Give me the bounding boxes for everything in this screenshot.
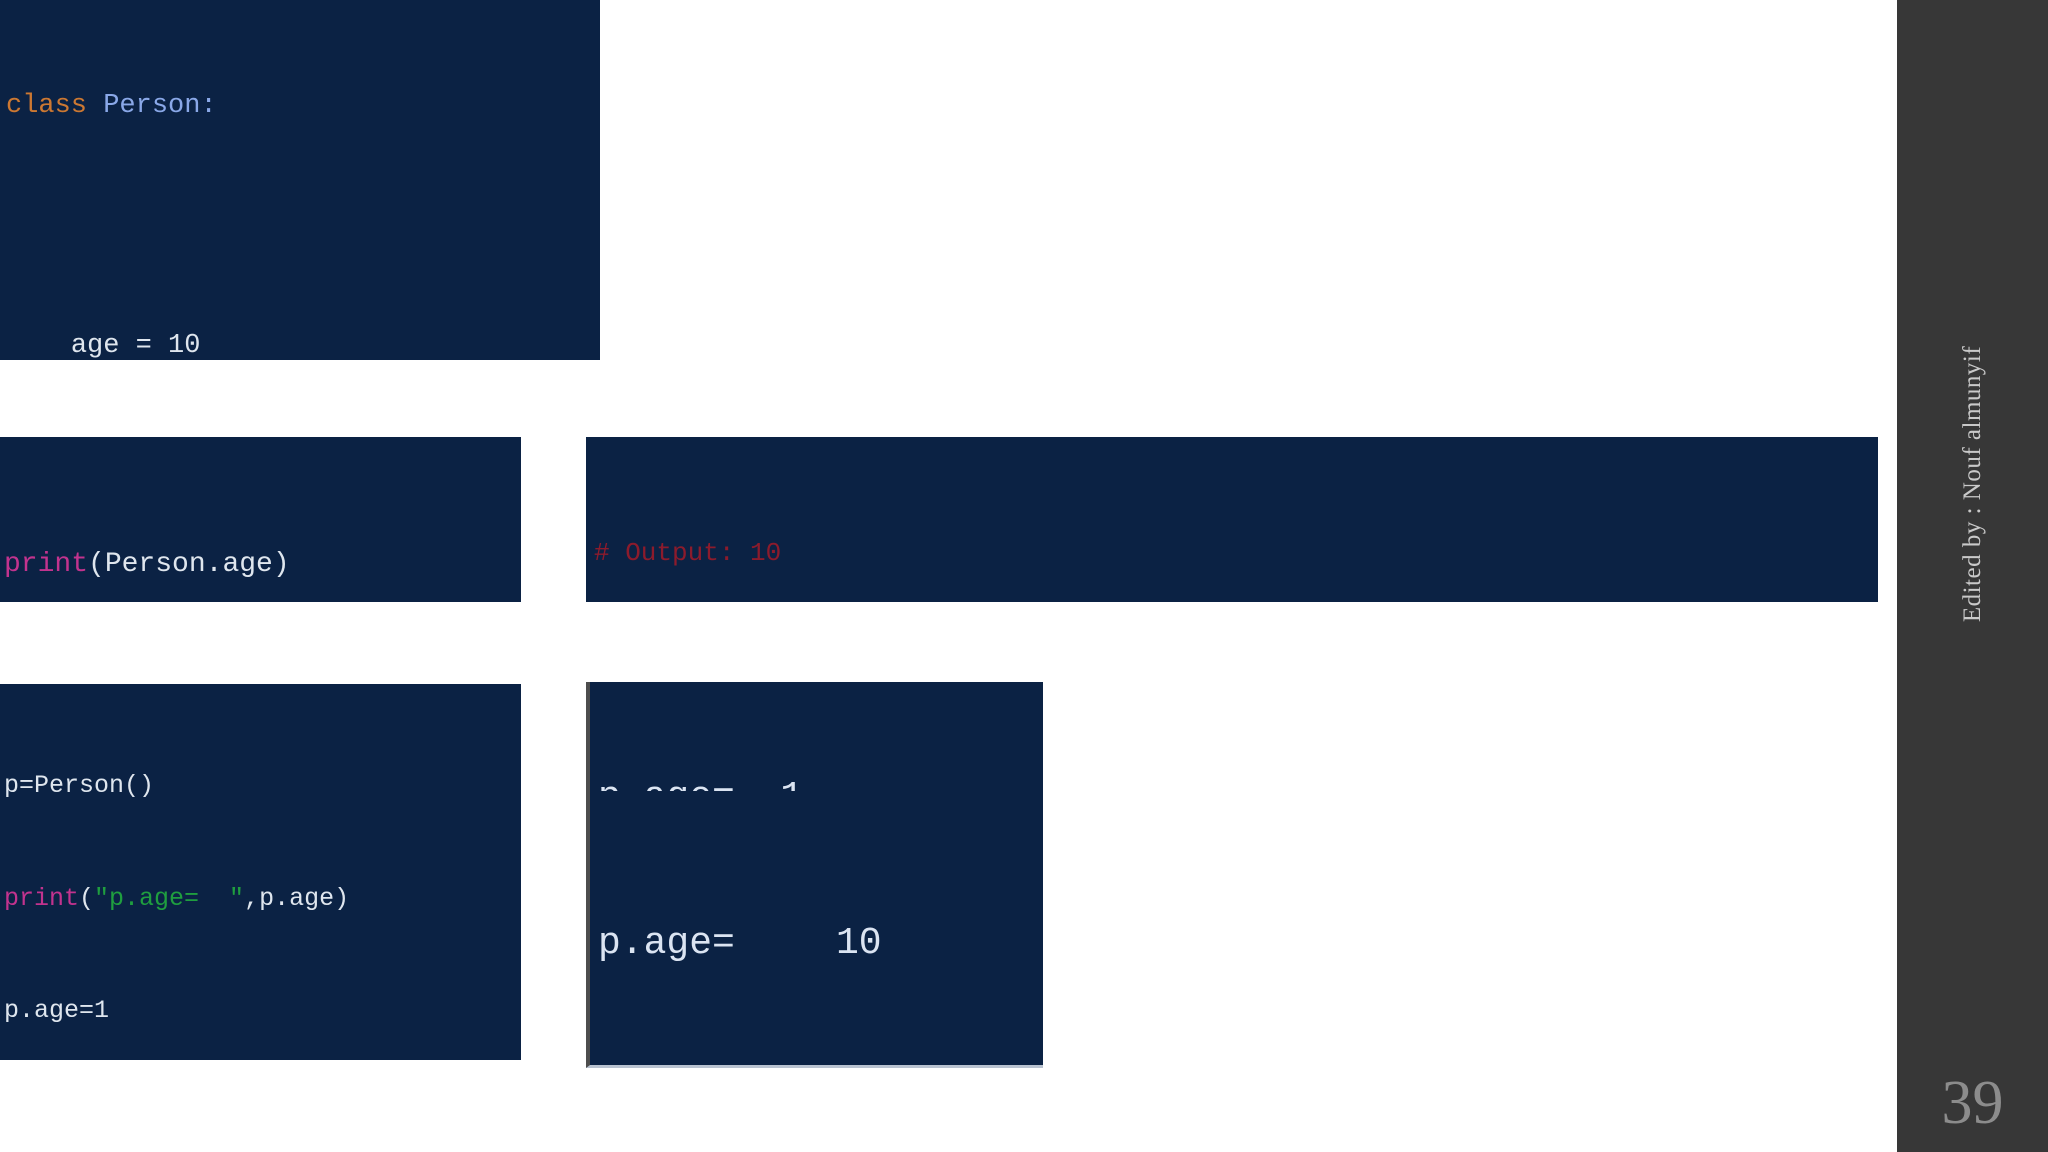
assign-p-age: p.age=1 [4, 996, 110, 1025]
shell-row-label: p.age= [598, 922, 735, 965]
code-line: p.age=1 [4, 992, 521, 1030]
shell-clipped-line: p.age= 1 [598, 767, 1043, 791]
comment-line-output: # Output: 10 [594, 538, 782, 568]
code-panel-class-access: print(Person.age) Person.greet() print(P… [0, 437, 521, 602]
credit-text: Edited by : Nouf almunyif [1958, 345, 1986, 623]
keyword-class: class [6, 91, 88, 121]
paren-open: ( [79, 883, 95, 913]
code-panel-class-definition: class Person: age = 10 def __init__ (sel… [0, 0, 600, 360]
code-line: class Person: [6, 86, 600, 126]
class-name: Person [103, 91, 201, 121]
print-person-age-args: (Person.age) [88, 549, 290, 580]
string-label: "p.age= " [94, 883, 245, 913]
builtin-print: print [4, 883, 80, 913]
class-attribute-age: age = 10 [70, 331, 201, 360]
shell-output-row: p.age= 10 [598, 913, 1043, 974]
print-args: ,p.age) [244, 883, 350, 913]
code-line-blank [6, 206, 600, 246]
create-p: p=Person() [4, 771, 155, 800]
space [87, 91, 103, 121]
code-panel-shell-output: p.age= 1 p.age=10 p.age=1 a.age=10 p.age… [586, 682, 1043, 1068]
code-panel-instance-demo: p=Person() print("p.age= ",p.age) p.age=… [0, 684, 521, 1060]
colon: : [200, 91, 217, 121]
indent [6, 331, 71, 360]
slide-sidebar: Edited by : Nouf almunyif 39 [1897, 0, 2048, 1152]
code-line: p=Person() [4, 767, 521, 805]
code-line: age = 10 [6, 326, 600, 360]
code-line: print(Person.age) [4, 541, 521, 588]
builtin-print: print [4, 549, 89, 580]
shell-row-value: 10 [836, 922, 882, 965]
code-panel-output-comments: # Output: 10 #greet() missing 1 required… [586, 437, 1878, 602]
code-line: print("p.age= ",p.age) [4, 880, 521, 918]
page-number: 39 [1941, 1069, 2004, 1137]
